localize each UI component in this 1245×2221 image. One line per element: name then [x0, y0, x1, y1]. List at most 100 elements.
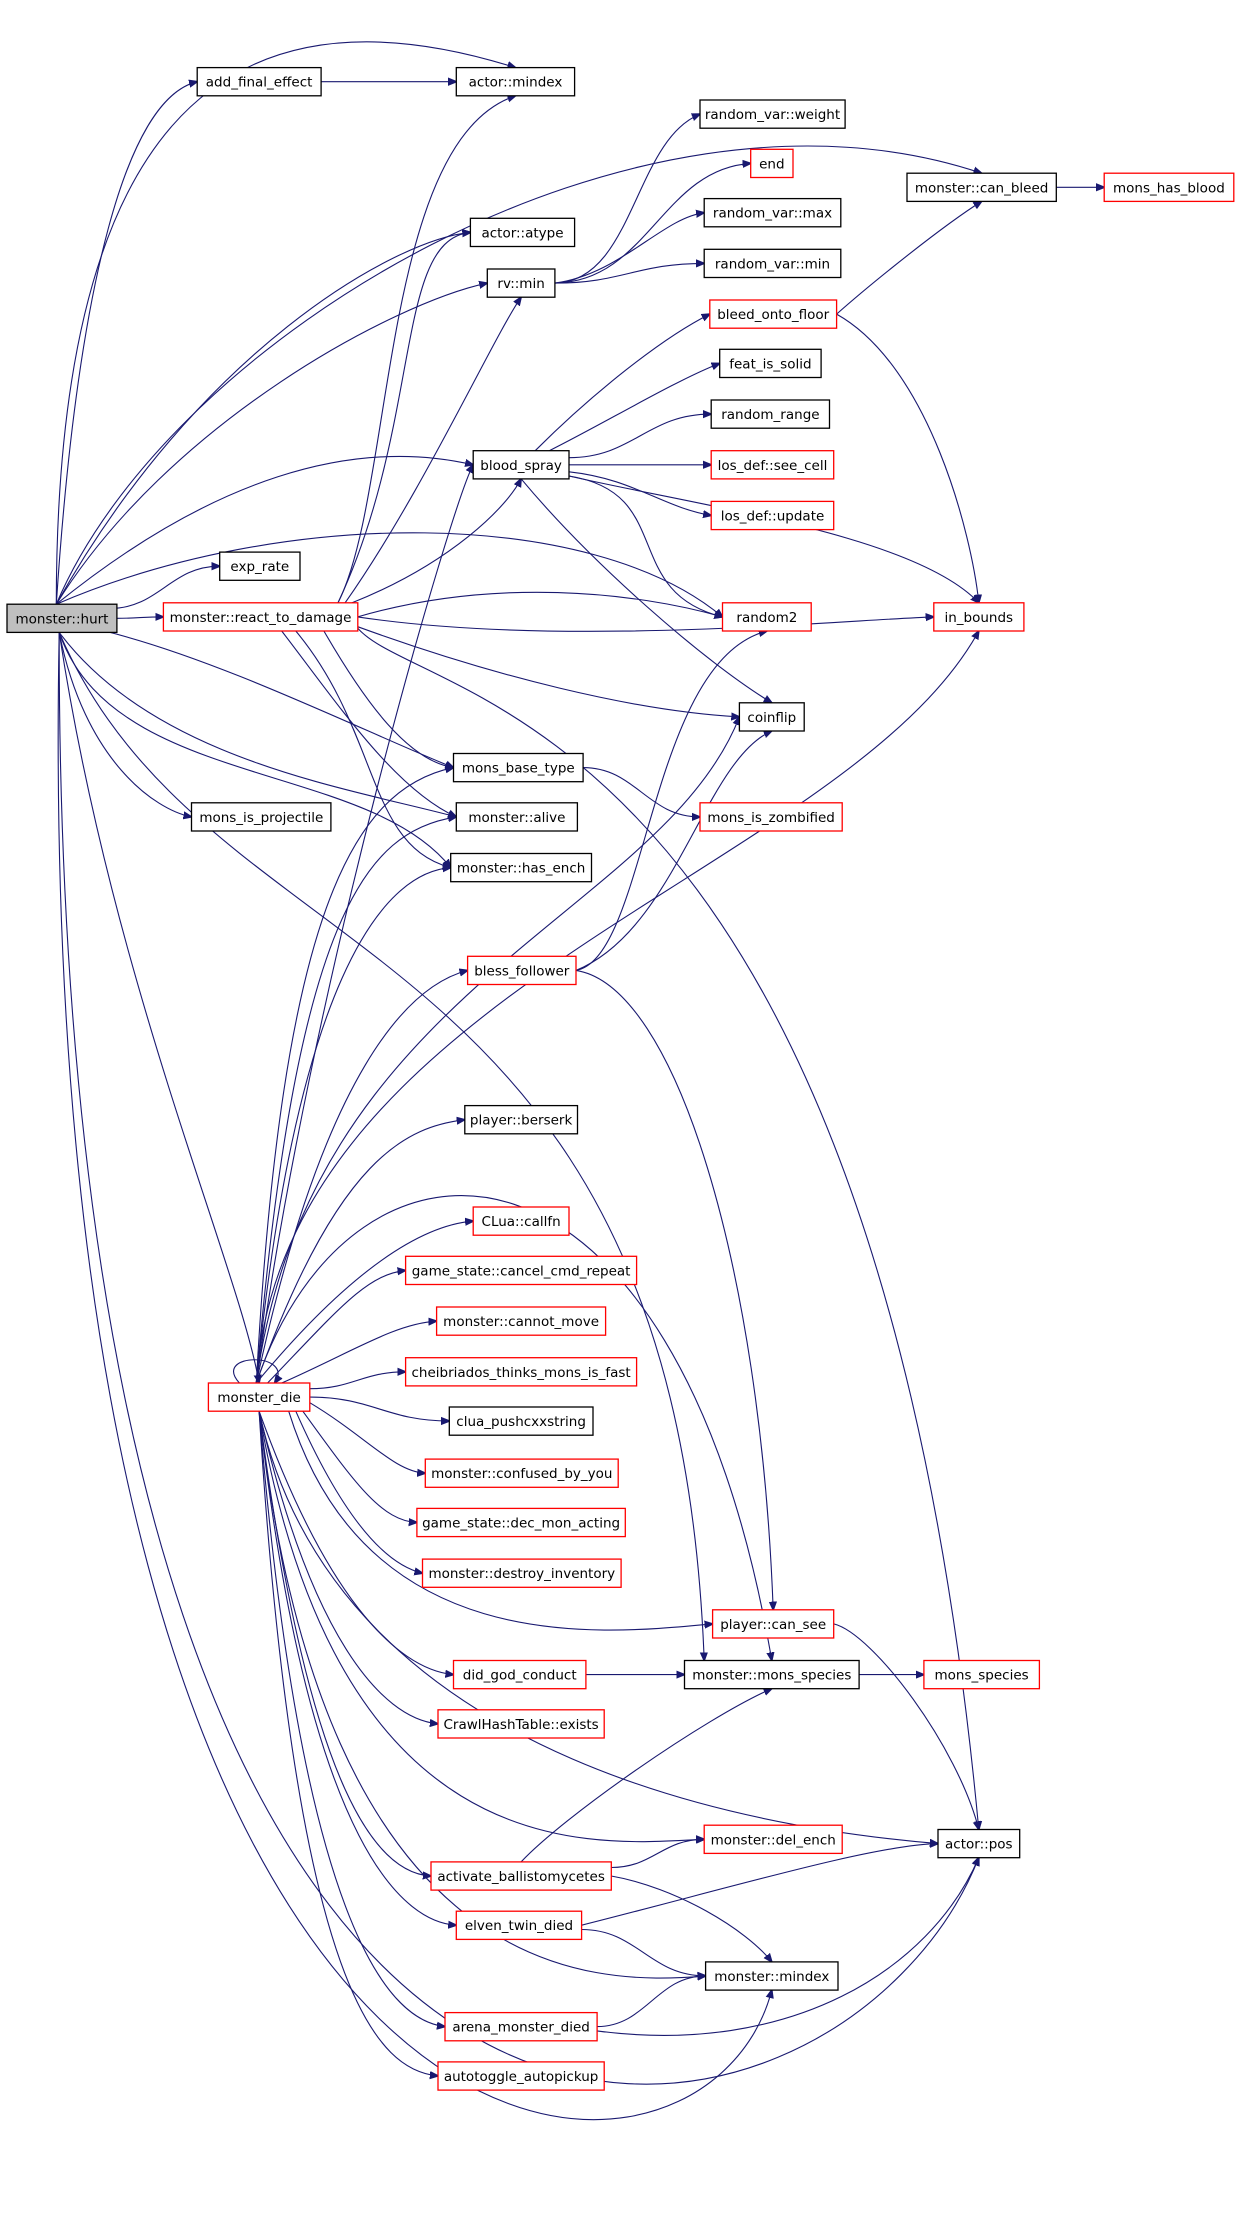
node-alive[interactable]: monster::alive	[455, 802, 579, 832]
node-label: monster::destroy_inventory	[428, 1566, 615, 1582]
node-label: activate_ballistomycetes	[437, 1869, 605, 1885]
node-mons-base-type[interactable]: mons_base_type	[452, 752, 584, 783]
node-box	[437, 2061, 605, 2091]
node-box	[703, 1824, 843, 1855]
node-mons-is-zombified[interactable]: mons_is_zombified	[699, 802, 843, 832]
node-box	[450, 852, 593, 883]
node-ballisto[interactable]: activate_ballistomycetes	[430, 1861, 612, 1891]
edges	[55, 41, 1104, 2121]
node-clua-push[interactable]: clua_pushcxxstring	[448, 1406, 594, 1436]
node-actor-pos[interactable]: actor::pos	[937, 1828, 1021, 1859]
edge-monster_die-to-alive	[255, 817, 456, 1384]
node-box	[448, 1406, 594, 1436]
node-rvmin[interactable]: rv::min	[486, 268, 556, 298]
edge-monster_die-to-hash_exists	[258, 1411, 438, 1724]
node-label: monster_die	[217, 1390, 301, 1406]
node-label: feat_is_solid	[729, 356, 811, 372]
node-add-final-effect[interactable]: add_final_effect	[196, 66, 322, 97]
node-monster-die[interactable]: monster_die	[207, 1382, 311, 1412]
node-did-god-conduct[interactable]: did_god_conduct	[452, 1659, 587, 1690]
node-label: random_range	[721, 407, 819, 423]
edge-hurt-to-can_bleed	[55, 145, 981, 605]
node-hurt[interactable]: monster::hurt	[6, 603, 118, 634]
edge-monster_die-to-in_bounds	[255, 631, 979, 1384]
node-random2[interactable]: random2	[721, 602, 812, 632]
node-coinflip[interactable]: coinflip	[738, 702, 805, 732]
node-destroy-inv[interactable]: monster::destroy_inventory	[421, 1558, 622, 1588]
node-box	[424, 1458, 619, 1488]
node-see-cell[interactable]: los_def::see_cell	[710, 450, 835, 480]
node-mons-has-blood[interactable]: mons_has_blood	[1103, 172, 1235, 203]
node-label: actor::atype	[481, 225, 563, 241]
node-los-update[interactable]: los_def::update	[710, 500, 835, 531]
node-actor-mindex[interactable]: actor::mindex	[455, 66, 576, 97]
node-label: monster::hurt	[16, 611, 109, 627]
node-label: monster::del_ench	[711, 1832, 836, 1848]
node-exp-rate[interactable]: exp_rate	[219, 551, 301, 581]
edge-blood_spray-to-bleed_onto_floor	[534, 314, 710, 452]
node-box	[906, 172, 1057, 203]
node-feat-is-solid[interactable]: feat_is_solid	[719, 348, 822, 379]
node-elven[interactable]: elven_twin_died	[455, 1910, 583, 1941]
node-cannot-move[interactable]: monster::cannot_move	[435, 1306, 607, 1336]
node-box	[699, 99, 846, 129]
node-cheibriados[interactable]: cheibriados_thinks_mons_is_fast	[404, 1357, 638, 1387]
node-box	[404, 1357, 638, 1387]
node-autotoggle[interactable]: autotoggle_autopickup	[437, 2061, 605, 2091]
node-bless-follower[interactable]: bless_follower	[466, 955, 577, 986]
node-box	[710, 399, 831, 429]
node-box	[207, 1382, 311, 1412]
edge-react-to-coinflip	[357, 626, 740, 717]
node-box	[738, 702, 805, 732]
node-cancel-cmd-repeat[interactable]: game_state::cancel_cmd_repeat	[404, 1255, 638, 1286]
edge-arena-to-monster_mindex	[597, 1976, 706, 2028]
edge-monster_die-to-cancel_cmd_repeat	[267, 1270, 406, 1384]
node-box	[683, 1659, 860, 1690]
node-label: bless_follower	[474, 963, 570, 979]
node-react[interactable]: monster::react_to_damage	[162, 602, 359, 632]
node-mons-is-projectile[interactable]: mons_is_projectile	[190, 802, 332, 832]
node-random-range[interactable]: random_range	[710, 399, 831, 429]
node-mons-species[interactable]: mons_species	[923, 1659, 1041, 1690]
node-hash-exists[interactable]: CrawlHashTable::exists	[437, 1709, 605, 1739]
edge-monster_die-to-destroy_inv	[295, 1410, 423, 1573]
node-label: monster::has_ench	[457, 861, 585, 877]
node-berserk[interactable]: player::berserk	[464, 1104, 579, 1135]
node-box	[190, 802, 332, 832]
node-label: random_var::weight	[705, 107, 840, 123]
node-can-see[interactable]: player::can_see	[711, 1609, 835, 1639]
edge-ballisto-to-monster_mindex	[611, 1875, 772, 1962]
edge-react-to-mons_base_type	[323, 630, 454, 768]
node-rv-min[interactable]: random_var::min	[703, 248, 842, 279]
node-callfn[interactable]: CLua::callfn	[472, 1206, 570, 1236]
edge-rvmin-to-end	[554, 163, 751, 284]
node-rv-weight[interactable]: random_var::weight	[699, 99, 846, 129]
edge-blood_spray-to-random_range	[568, 414, 711, 459]
node-arena[interactable]: arena_monster_died	[444, 2011, 598, 2042]
node-in-bounds[interactable]: in_bounds	[933, 602, 1025, 632]
edge-bless_follower-to-random2	[575, 631, 767, 971]
node-monster-mindex[interactable]: monster::mindex	[704, 1961, 839, 1991]
node-blood-spray[interactable]: blood_spray	[472, 450, 570, 480]
node-bleed-onto-floor[interactable]: bleed_onto_floor	[709, 299, 838, 329]
node-mons-species-m[interactable]: monster::mons_species	[683, 1659, 860, 1690]
node-has-ench[interactable]: monster::has_ench	[450, 852, 593, 883]
node-confused[interactable]: monster::confused_by_you	[424, 1458, 619, 1488]
nodes: monster::hurt add_final_effect actor::mind…	[6, 66, 1235, 2091]
edge-hurt-to-actor_mindex	[55, 41, 515, 605]
edge-monster_die-to-elven	[258, 1411, 456, 1925]
node-label: in_bounds	[944, 610, 1013, 626]
node-end[interactable]: end	[750, 148, 794, 179]
edge-hurt-to-blood_spray	[55, 455, 473, 605]
node-del-ench[interactable]: monster::del_ench	[703, 1824, 843, 1855]
node-box	[444, 2011, 598, 2042]
node-box	[703, 197, 842, 228]
edge-react-to-has_ench	[295, 630, 451, 868]
node-can-bleed[interactable]: monster::can_bleed	[906, 172, 1057, 203]
node-rv-max[interactable]: random_var::max	[703, 197, 842, 228]
node-label: monster::mons_species	[692, 1668, 851, 1684]
edge-blood_spray-to-coinflip	[520, 478, 772, 703]
node-dec-mon-acting[interactable]: game_state::dec_mon_acting	[416, 1507, 626, 1538]
node-actor-atype[interactable]: actor::atype	[469, 217, 576, 248]
